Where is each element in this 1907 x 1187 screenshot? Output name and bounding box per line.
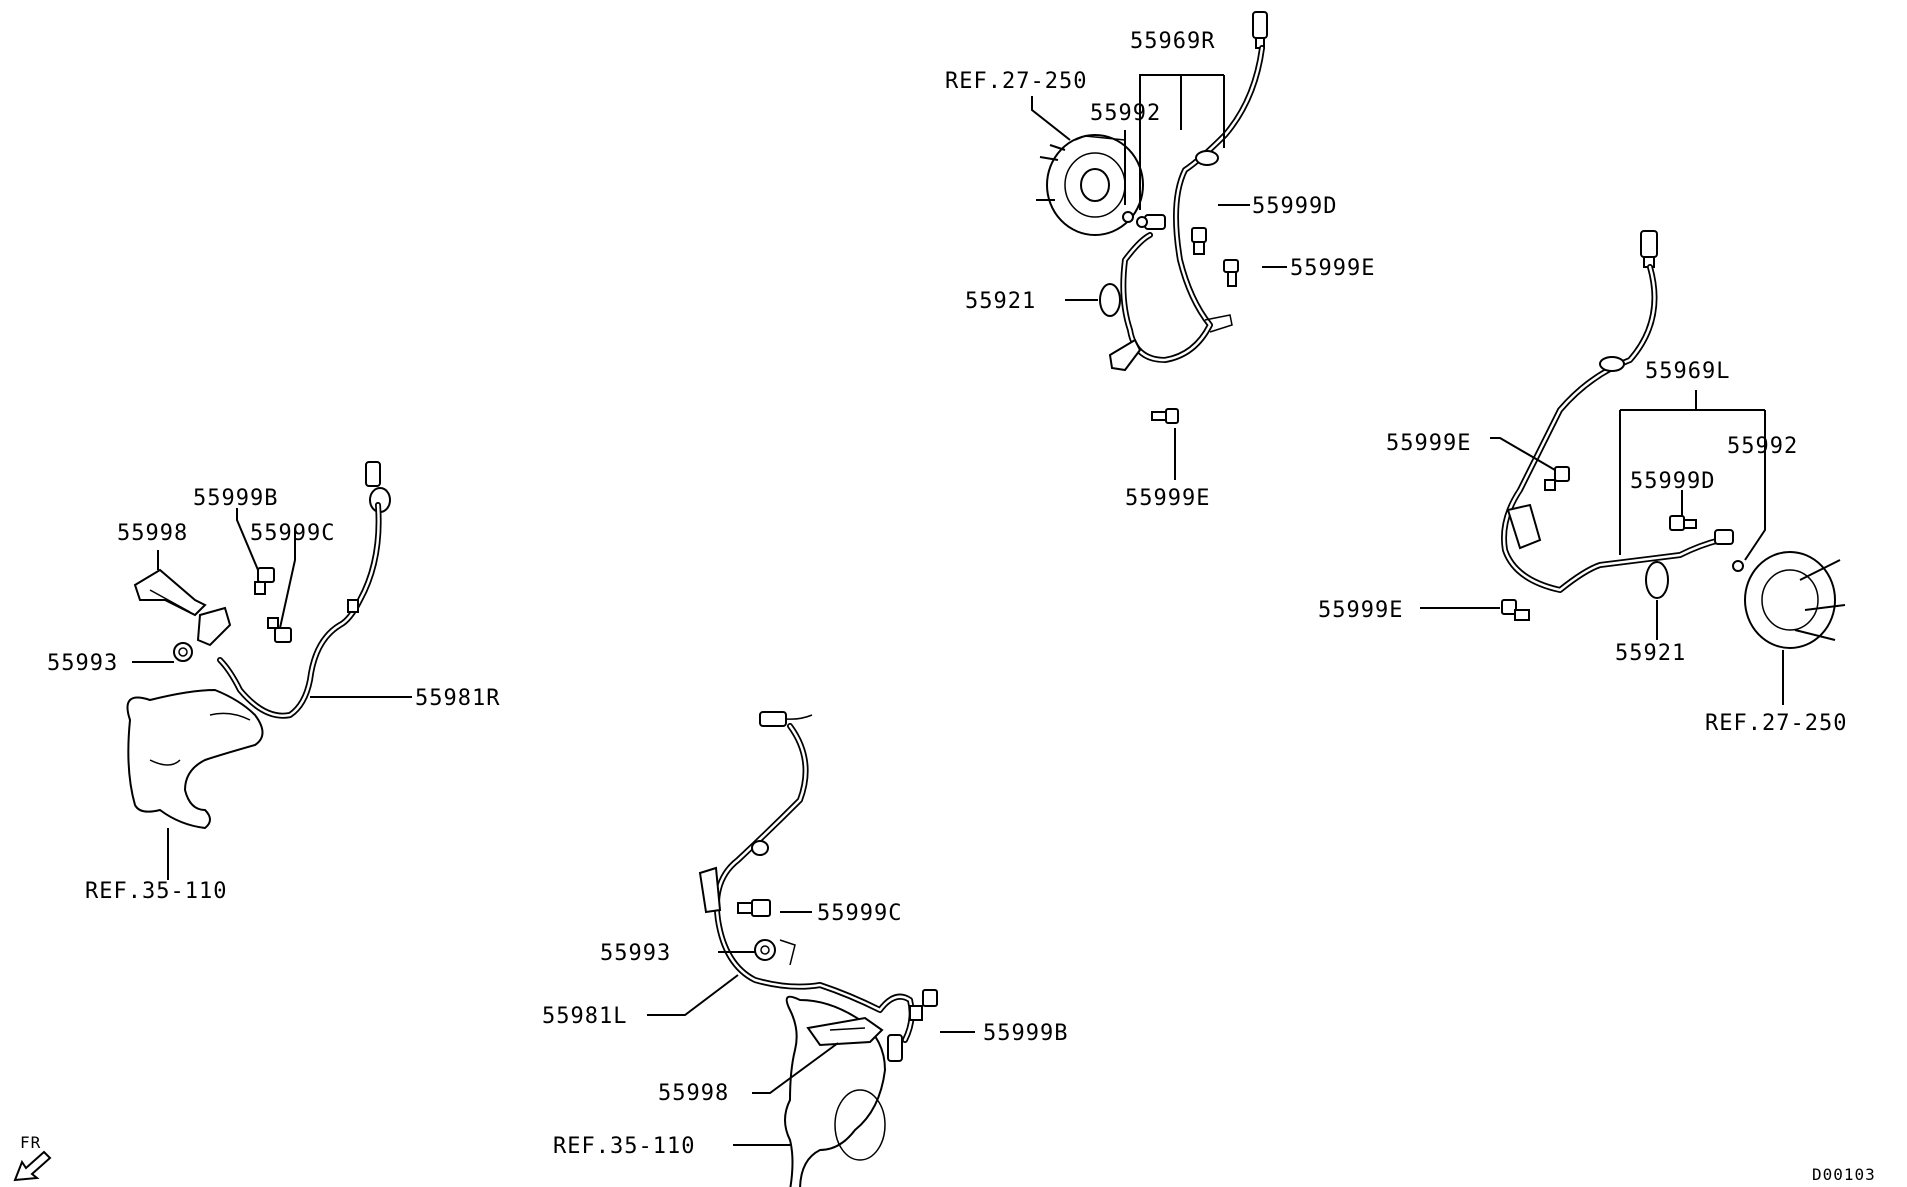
sensor-wire-bottom: [713, 723, 915, 1043]
label-55992-right: 55992: [1727, 434, 1798, 459]
bracket-55998-left: [133, 568, 207, 617]
label-55921-top: 55921: [965, 289, 1036, 314]
bolt-55999B-left: [254, 567, 275, 595]
sensor-head-right: [1714, 529, 1734, 545]
label-55921-right: 55921: [1615, 641, 1686, 666]
label-55999C-left: 55999C: [250, 521, 335, 546]
label-55993-bottom: 55993: [600, 941, 671, 966]
front-direction-indicator: FR: [13, 1133, 52, 1182]
label-55999B-left: 55999B: [193, 486, 278, 511]
label-55992-top: 55992: [1090, 101, 1161, 126]
label-55998-left: 55998: [117, 521, 188, 546]
label-55999E-right2: 55999E: [1318, 598, 1403, 623]
assembly-left-right-rear: 55999B 55998 55999C 55993 55981R REF.35-…: [47, 461, 500, 904]
bracket-bottom-upper: [698, 866, 722, 914]
nut-55993-bottom: [754, 939, 776, 961]
bolt-55999C-left: [267, 617, 292, 643]
label-55999D-top: 55999D: [1252, 194, 1337, 219]
label-ref35-110-left: REF.35-110: [85, 879, 227, 904]
sensor-head-top: [1136, 214, 1166, 230]
label-55998-bottom: 55998: [658, 1081, 729, 1106]
label-55981R: 55981R: [415, 686, 500, 711]
label-55981L: 55981L: [542, 1004, 627, 1029]
grommet-bottom: [751, 840, 769, 856]
bolt-55999D-top: [1191, 227, 1207, 255]
o-ring-55992-top: [1122, 211, 1134, 223]
bolt-55999E-top2: [1151, 408, 1179, 424]
label-55999E-top1: 55999E: [1290, 256, 1375, 281]
label-55999E-top2: 55999E: [1125, 486, 1210, 511]
label-fr: FR: [20, 1133, 41, 1152]
assembly-right-left-front: 55969L 55992 55999D 55999E 55999E 55921 …: [1318, 230, 1847, 736]
bolt-55999D-right: [1669, 515, 1697, 531]
bracket-right: [1506, 503, 1542, 550]
knuckle-left: [126, 688, 264, 830]
label-ref27-250-top: REF.27-250: [945, 69, 1087, 94]
label-55999E-right1: 55999E: [1386, 431, 1471, 456]
clip-55921-right: [1645, 561, 1669, 599]
label-55993-left: 55993: [47, 651, 118, 676]
clip-55921-top: [1099, 283, 1121, 317]
bolt-55999E-right2: [1501, 599, 1530, 621]
o-ring-55992-right: [1732, 560, 1744, 572]
nut-55993-left: [173, 642, 193, 662]
diagram-code: D00103: [1812, 1165, 1876, 1184]
bolt-55999C-bottom: [737, 899, 771, 917]
bolt-55999E-top1: [1223, 259, 1239, 287]
grommet-top: [1195, 150, 1219, 166]
label-55999D-right: 55999D: [1630, 469, 1715, 494]
front-arrow-icon: [13, 1150, 52, 1182]
knuckle-bottom: [784, 995, 887, 1187]
hub-top: [1036, 134, 1144, 236]
sensor-connector-right: [1640, 230, 1658, 268]
bolt-55999B-bottom: [909, 989, 938, 1021]
grommet-right: [1599, 356, 1625, 372]
clip-left: [347, 599, 359, 613]
bracket-top: [1108, 338, 1142, 372]
bracket-55998-bottom: [806, 1016, 884, 1047]
label-55999C-bottom: 55999C: [817, 901, 902, 926]
sensor-connector-bottom: [759, 711, 813, 727]
label-55969R: 55969R: [1130, 29, 1215, 54]
sensor-connector-top: [1252, 11, 1268, 49]
sensor-head-left: [196, 606, 232, 647]
sensor-connector-left: [365, 461, 391, 513]
label-55999B-bottom: 55999B: [983, 1021, 1068, 1046]
label-ref35-110-bottom: REF.35-110: [553, 1134, 695, 1159]
label-55969L: 55969L: [1645, 359, 1730, 384]
bolt-55999E-right1: [1544, 466, 1570, 491]
assembly-top-right-front: 55969R REF.27-250 55992 55999D 55999E 55…: [945, 11, 1375, 511]
assembly-bottom-left-rear: 55999C 55993 55981L 55999B 55998 REF.35-…: [542, 711, 1068, 1187]
sensor-head-bottom: [887, 1034, 903, 1062]
label-ref27-250-right: REF.27-250: [1705, 711, 1847, 736]
hub-right: [1744, 551, 1846, 649]
